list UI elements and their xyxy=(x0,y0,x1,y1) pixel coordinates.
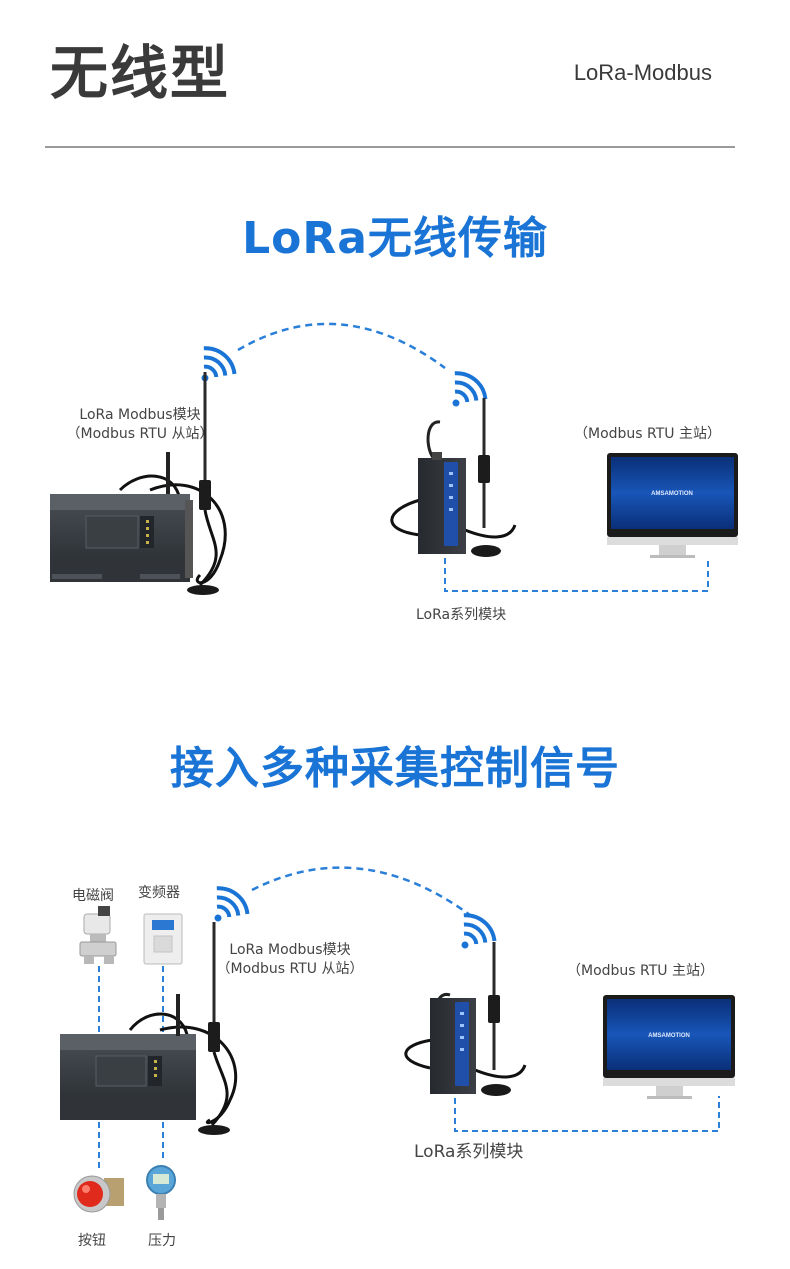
slave-label: LoRa Modbus模块 （Modbus RTU 从站） xyxy=(216,942,364,977)
wireless-link-arc-2 xyxy=(251,866,471,917)
slave-label: LoRa Modbus模块 （Modbus RTU 从站） xyxy=(66,407,214,442)
solenoid-valve-icon xyxy=(79,906,117,964)
section1-title: LoRa无线传输 xyxy=(242,213,548,264)
monitor-icon: AMSAMOTION xyxy=(603,995,735,1099)
wifi-signal-icon xyxy=(201,346,237,382)
monitor-icon: AMSAMOTION xyxy=(607,453,738,558)
master-label: （Modbus RTU 主站） xyxy=(567,963,714,979)
section2-title: 接入多种采集控制信号 xyxy=(170,743,620,794)
lora-module-icon xyxy=(404,942,527,1096)
svg-text:AMSAMOTION: AMSAMOTION xyxy=(651,491,693,497)
wireless-link-arc-1 xyxy=(237,322,446,370)
svg-text:AMSAMOTION: AMSAMOTION xyxy=(648,1033,690,1039)
valve-label: 电磁阀 xyxy=(72,888,114,904)
inverter-label: 变频器 xyxy=(138,885,180,901)
page-title: 无线型 xyxy=(50,39,231,107)
wifi-signal-icon xyxy=(214,886,250,922)
module-label: LoRa系列模块 xyxy=(414,1142,524,1162)
page-subtitle: LoRa-Modbus xyxy=(573,60,712,85)
inverter-icon xyxy=(143,913,183,965)
pressure-sensor-icon xyxy=(146,1165,176,1220)
plc-module-icon xyxy=(60,922,237,1135)
wifi-signal-icon xyxy=(461,913,497,949)
lora-module-icon xyxy=(390,398,517,557)
wired-link-1 xyxy=(444,558,709,592)
header-divider xyxy=(45,146,735,148)
push-button-icon xyxy=(73,1175,124,1213)
wired-link-2 xyxy=(454,1096,720,1132)
module-label: LoRa系列模块 xyxy=(416,607,507,623)
master-label: （Modbus RTU 主站） xyxy=(574,426,721,442)
wifi-signal-icon xyxy=(452,371,488,407)
button-label: 按钮 xyxy=(78,1233,106,1249)
plc-module-icon xyxy=(50,372,227,595)
pressure-label: 压力 xyxy=(148,1233,176,1249)
